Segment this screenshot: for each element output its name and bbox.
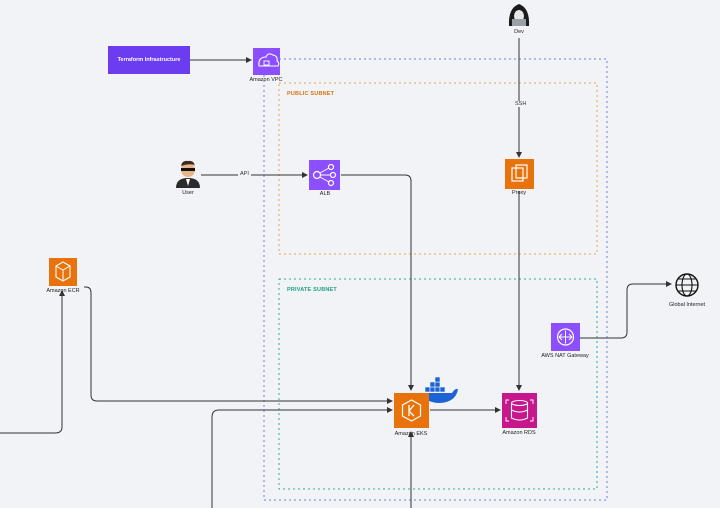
internet-label: Global Internet — [668, 302, 706, 308]
dev-label: Dev — [514, 29, 524, 35]
rds-label: Amazon RDS — [502, 430, 536, 436]
amazon-rds-icon[interactable] — [502, 393, 537, 428]
vpc-label: Amazon VPC — [249, 77, 283, 83]
terraform-label: Terraform Infrastructure — [117, 57, 181, 63]
terraform-infrastructure-box[interactable]: Terraform Infrastructure — [108, 46, 190, 74]
ecr-label: Amazon ECR — [46, 288, 80, 294]
edge-alb-eks — [341, 174, 414, 391]
proxy-label: Proxy — [511, 190, 527, 196]
alb-icon[interactable] — [309, 160, 340, 190]
ssh-edge-label: SSH — [513, 101, 529, 107]
amazon-eks-icon[interactable] — [394, 393, 429, 428]
docker-icon — [420, 376, 458, 403]
private-subnet-label: PRIVATE SUBNET — [287, 287, 337, 293]
user-icon[interactable] — [176, 160, 200, 188]
globe-icon[interactable] — [675, 273, 699, 297]
api-edge-label: API — [238, 171, 251, 177]
amazon-ecr-icon[interactable] — [49, 258, 77, 286]
user-label: User — [182, 190, 194, 196]
edge-left-ecr — [0, 290, 65, 434]
eks-label: Amazon EKS — [394, 431, 428, 437]
private-subnet-boundary — [278, 278, 598, 490]
edge-bottom-eks — [211, 407, 393, 508]
edge-nat-internet — [580, 281, 672, 339]
alb-label: ALB — [319, 191, 331, 197]
proxy-icon[interactable] — [505, 159, 534, 189]
nat-label: AWS NAT Gateway — [541, 353, 589, 359]
nat-gateway-icon[interactable] — [551, 323, 580, 351]
vpc-boundary — [263, 58, 608, 501]
dev-hacker-icon[interactable] — [508, 4, 530, 26]
edge-ecr-eks — [84, 286, 393, 404]
public-subnet-label: PUBLIC SUBNET — [287, 91, 335, 97]
amazon-vpc-icon[interactable] — [253, 48, 280, 75]
